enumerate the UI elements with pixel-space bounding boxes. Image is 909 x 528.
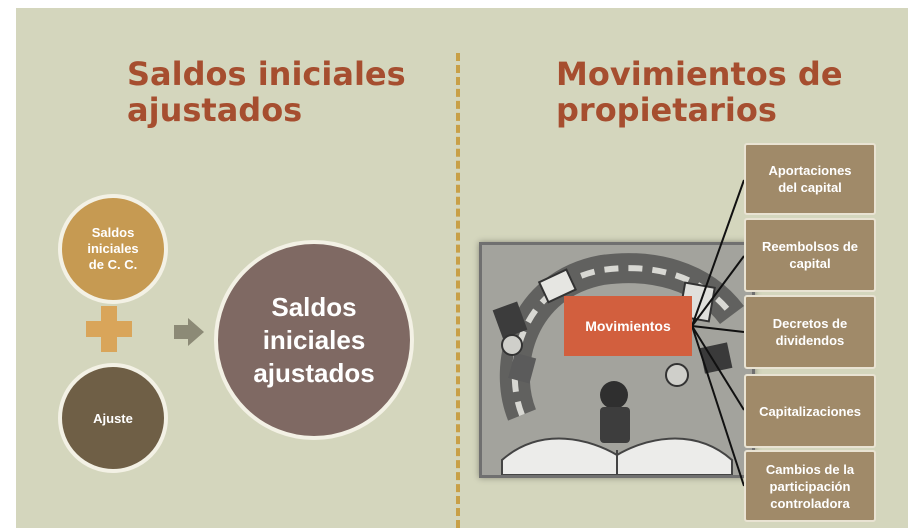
circle-saldos-cc: Saldos iniciales de C. C. [58, 194, 168, 304]
plus-icon [86, 306, 132, 352]
movimientos-box: Movimientos [564, 296, 692, 356]
dashed-divider [456, 53, 460, 528]
arrow-right-icon [174, 318, 204, 346]
illustration-image [479, 242, 755, 478]
box-capitalizaciones: Capitalizaciones [744, 374, 876, 448]
circle-ajuste: Ajuste [58, 363, 168, 473]
box-reembolsos: Reembolsos de capital [744, 218, 876, 292]
right-title: Movimientos de propietarios [556, 55, 843, 129]
left-title: Saldos iniciales ajustados [127, 55, 406, 129]
slide: Saldos iniciales ajustados Movimientos d… [16, 8, 908, 528]
box-aportaciones: Aportaciones del capital [744, 143, 876, 215]
circle-saldos-ajustados: Saldos iniciales ajustados [214, 240, 414, 440]
box-cambios-participacion: Cambios de la participación controladora [744, 450, 876, 522]
box-decretos: Decretos de dividendos [744, 295, 876, 369]
